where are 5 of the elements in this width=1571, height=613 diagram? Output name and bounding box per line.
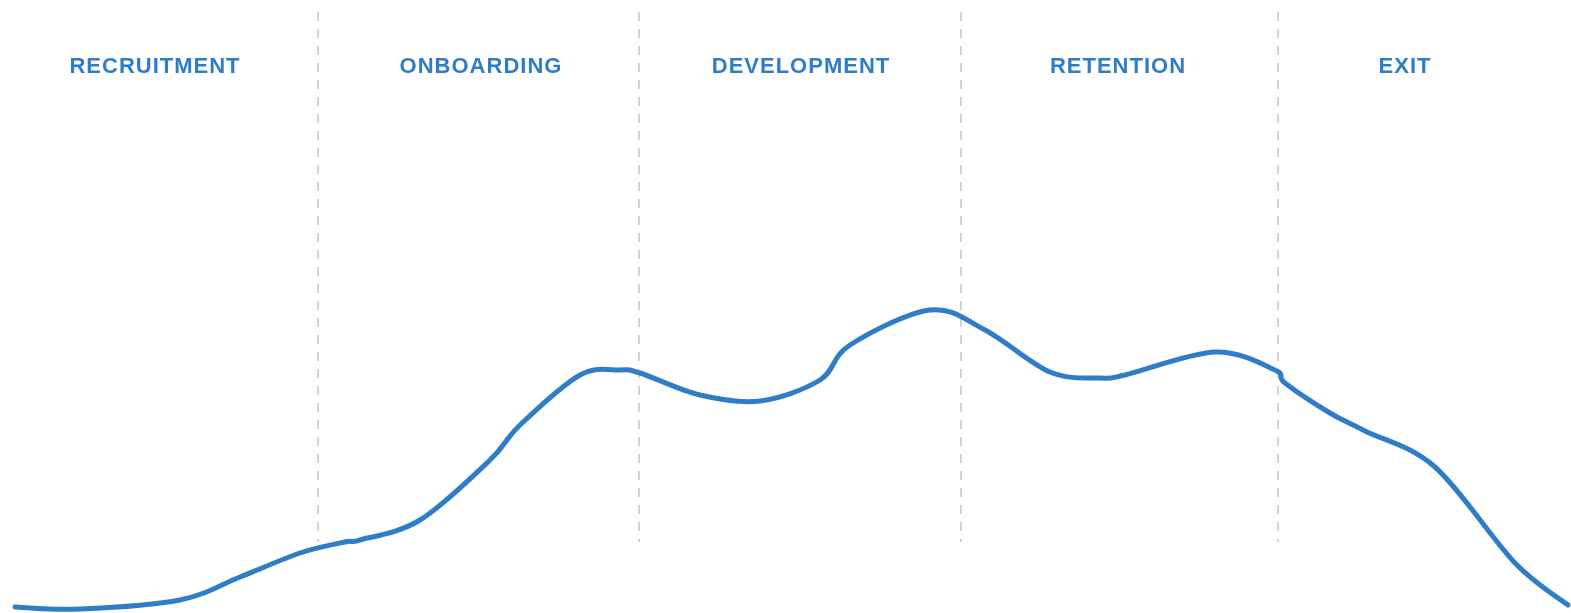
stage-label: EXIT xyxy=(1378,53,1432,79)
stage-label: DEVELOPMENT xyxy=(711,53,891,79)
stage-label: RETENTION xyxy=(1049,53,1187,79)
stage-label: RECRUITMENT xyxy=(69,53,241,79)
stage-label: ONBOARDING xyxy=(399,53,563,79)
